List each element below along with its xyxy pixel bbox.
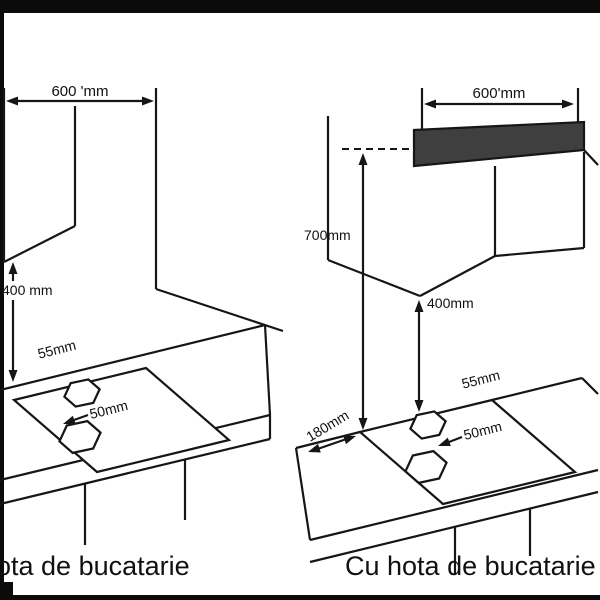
- dim-clearance-right: 400mm: [414, 295, 474, 412]
- arrowhead-down-icon: [358, 418, 368, 430]
- arrowhead-down-icon: [8, 370, 18, 382]
- frame-top-bar: [0, 0, 600, 13]
- arrowhead-up-icon: [358, 153, 368, 165]
- arrowhead-right-icon: [562, 99, 574, 109]
- dim-width-right: 600'mm: [420, 85, 580, 129]
- burner-icon: [63, 378, 101, 408]
- diagram-right: 600'mm 700mm 400mm: [294, 85, 599, 581]
- dim-hood-clearance: 700mm: [304, 153, 368, 430]
- dim-label-700: 700mm: [304, 227, 351, 243]
- dim-label-55-left: 55mm: [36, 337, 78, 362]
- frame-left-bar: [0, 0, 4, 600]
- arrowhead-left-icon: [6, 96, 18, 106]
- burner-icon: [409, 410, 447, 440]
- cooktop-right: [357, 398, 578, 506]
- dim-label-400-left: 400 mm: [2, 282, 53, 298]
- dim-label-600-right: 600'mm: [473, 85, 526, 102]
- hob-panel: [357, 398, 578, 506]
- burner-icon: [58, 419, 102, 455]
- arrowhead-upright-icon: [343, 435, 356, 445]
- arrowhead-down-icon: [414, 400, 424, 412]
- caption-left: ota de bucatarie: [0, 551, 190, 581]
- extractor-hood: [342, 120, 599, 168]
- arrowhead-leader-icon: [63, 415, 76, 425]
- dim-width-left: 600 'mm: [2, 83, 158, 118]
- diagram-left: 600 'mm 400 mm: [0, 83, 284, 581]
- dim-clearance-left: 400 mm: [2, 262, 53, 382]
- arrowhead-up-icon: [414, 300, 424, 312]
- caption-right: Cu hota de bucatarie: [345, 551, 596, 581]
- frame-corner-block: [0, 582, 13, 600]
- dim-edge-distance: 180mm: [303, 407, 356, 453]
- cooktop-left: [11, 366, 232, 474]
- arrowhead-up-icon: [8, 262, 18, 274]
- counter-right: [294, 376, 599, 575]
- dim-label-400-right: 400mm: [427, 295, 474, 311]
- hood-body: [412, 120, 586, 168]
- arrowhead-downleft-icon: [308, 443, 321, 453]
- dim-label-600-left: 600 'mm: [51, 83, 108, 100]
- arrowhead-leader-icon: [438, 437, 451, 446]
- arrowhead-right-icon: [142, 96, 154, 106]
- dim-label-55-right: 55mm: [460, 367, 502, 392]
- arrowhead-left-icon: [424, 99, 436, 109]
- frame-bottom-bar: [0, 595, 600, 600]
- wall-cabinet-left: [2, 106, 284, 333]
- wall-cabinet-right: [326, 116, 586, 298]
- burner-icon: [404, 449, 448, 485]
